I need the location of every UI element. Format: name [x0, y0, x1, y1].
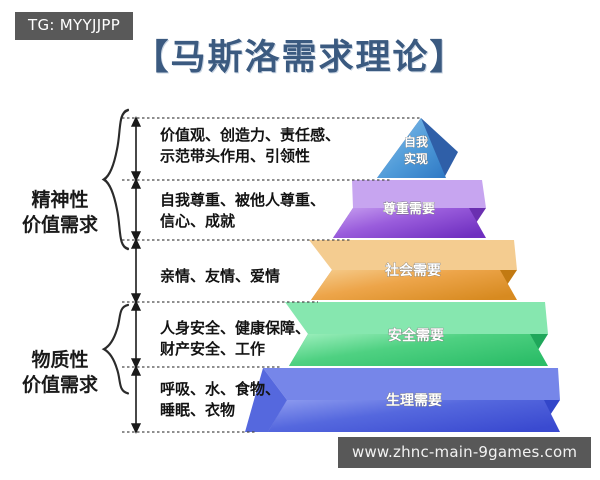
description-esteem: 自我尊重、被他人尊重、 信心、成就 — [160, 191, 326, 230]
arrow-0-down — [130, 171, 142, 182]
pyramid-label-safety: 安全需要 — [388, 327, 444, 344]
arrow-2-down — [130, 293, 142, 304]
dimension-line — [130, 116, 142, 434]
tier-physiological-left — [245, 368, 287, 432]
tier-social-top — [309, 240, 517, 270]
pyramid-tier-self-actualization — [377, 118, 458, 178]
arrow-2-up — [130, 238, 142, 249]
tier-esteem-top — [352, 180, 486, 208]
pyramid-label-social: 社会需要 — [384, 262, 441, 279]
description-self-actualization: 价值观、创造力、责任感、 示范带头作用、引领性 — [160, 126, 341, 165]
site-watermark: www.zhnc-main-9games.com — [338, 437, 592, 468]
brace-spiritual — [101, 108, 130, 251]
arrow-4-down — [130, 423, 142, 434]
tier-apex-face — [377, 118, 446, 178]
pyramid-tier-physiological — [245, 368, 560, 432]
pyramid-label-esteem: 尊重需要 — [383, 201, 435, 217]
pyramid-tier-safety — [285, 302, 548, 366]
pyramid-label-self-actualization-1: 自我 — [404, 134, 428, 149]
group-label-material: 物质性 价值需求 — [21, 349, 98, 396]
brace-material — [101, 303, 130, 395]
leader-lines — [122, 117, 420, 433]
arrow-1-down — [130, 231, 142, 242]
tier-safety-face — [289, 334, 548, 366]
pyramid-tier-social — [309, 240, 517, 300]
description-safety: 人身安全、健康保障、 财产安全、工作 — [160, 319, 311, 358]
tier-social-face — [311, 270, 517, 300]
arrow-0-up — [130, 116, 142, 127]
arrow-4-up — [130, 365, 142, 376]
arrow-3-up — [130, 300, 142, 311]
tier-safety-top — [285, 302, 548, 334]
pyramid-label-self-actualization-2: 实现 — [404, 151, 428, 166]
arrow-1-up — [130, 178, 142, 189]
tg-badge: TG: MYYJJPP — [15, 12, 134, 40]
description-social: 亲情、友情、爱情 — [160, 267, 281, 285]
group-label-spiritual: 精神性 价值需求 — [21, 189, 98, 236]
pyramid-tier-esteem — [333, 180, 486, 238]
description-physiological: 呼吸、水、食物、 睡眠、衣物 — [160, 380, 281, 419]
tier-esteem-face — [333, 208, 486, 238]
tier-physiological-top — [263, 368, 560, 400]
tier-physiological-face — [268, 400, 560, 432]
arrow-3-down — [130, 358, 142, 369]
pyramid-label-physiological: 生理需要 — [386, 392, 442, 409]
page-title: 【马斯洛需求理论】 — [133, 37, 467, 78]
